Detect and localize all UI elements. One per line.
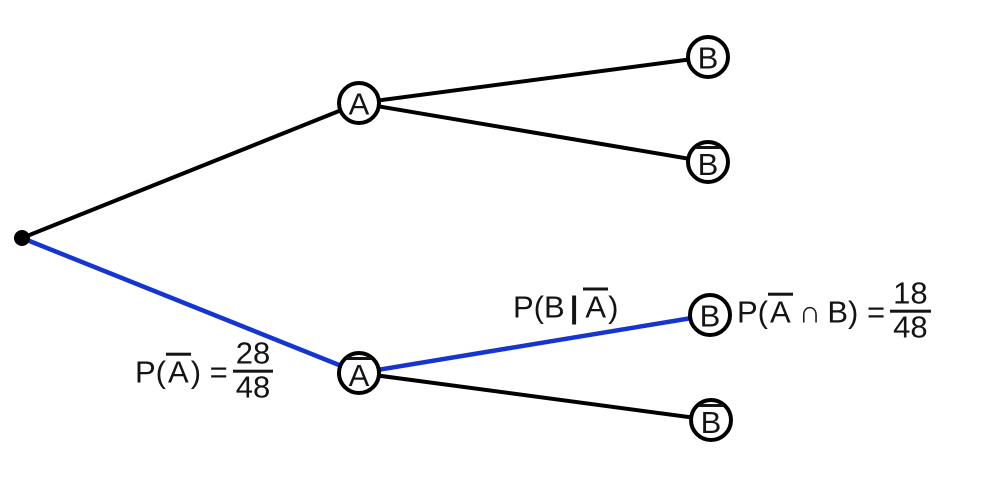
node-not-a-letter: A: [346, 357, 372, 393]
node-a-b-letter: B: [697, 40, 719, 76]
node-not-a-not-b-circle: [689, 398, 733, 442]
label-p-b-given-not-a: P(B|A): [513, 287, 619, 325]
edge-a-b: [357, 55, 710, 105]
fraction-18-48: 18 48: [890, 278, 931, 342]
edge-a-not-b: [357, 101, 710, 164]
label-p-not-a-text: P(A) =: [135, 352, 228, 390]
node-a-circle: [337, 81, 381, 125]
node-not-a-circle: [337, 351, 381, 395]
node-not-a-b-circle: [688, 293, 732, 337]
edge-not-a-not-b: [357, 371, 713, 422]
label-p-not-a-and-b: P(A ∩ B) = 18 48: [737, 278, 931, 342]
node-not-a-b-label: B: [700, 301, 721, 332]
node-a-not-b-letter: B: [695, 146, 721, 182]
node-not-a-not-b-label: B: [698, 404, 724, 440]
node-a-letter: A: [348, 86, 370, 122]
label-p-not-a-and-b-text: P(A ∩ B) =: [737, 292, 886, 330]
node-a-b-label: B: [698, 43, 719, 74]
node-a-not-b-circle: [686, 140, 730, 184]
node-not-a-not-b-letter: B: [698, 404, 724, 440]
edge-root-a: [20, 101, 361, 240]
root-node-dot: [14, 230, 30, 246]
node-a-label: A: [349, 89, 370, 120]
label-p-b-given-not-a-text: P(B|A): [513, 287, 619, 325]
node-not-a-label: A: [346, 357, 372, 393]
node-a-not-b-label: B: [695, 146, 721, 182]
fraction-28-48: 28 48: [232, 338, 274, 402]
edge-not-a-b: [356, 312, 713, 376]
conditional-bar: |: [569, 289, 579, 325]
node-not-a-b-letter: B: [699, 298, 721, 334]
label-p-not-a: P(A) = 28 48: [135, 338, 274, 402]
edge-root-not-a: [19, 235, 362, 376]
node-a-b-circle: [686, 35, 730, 79]
